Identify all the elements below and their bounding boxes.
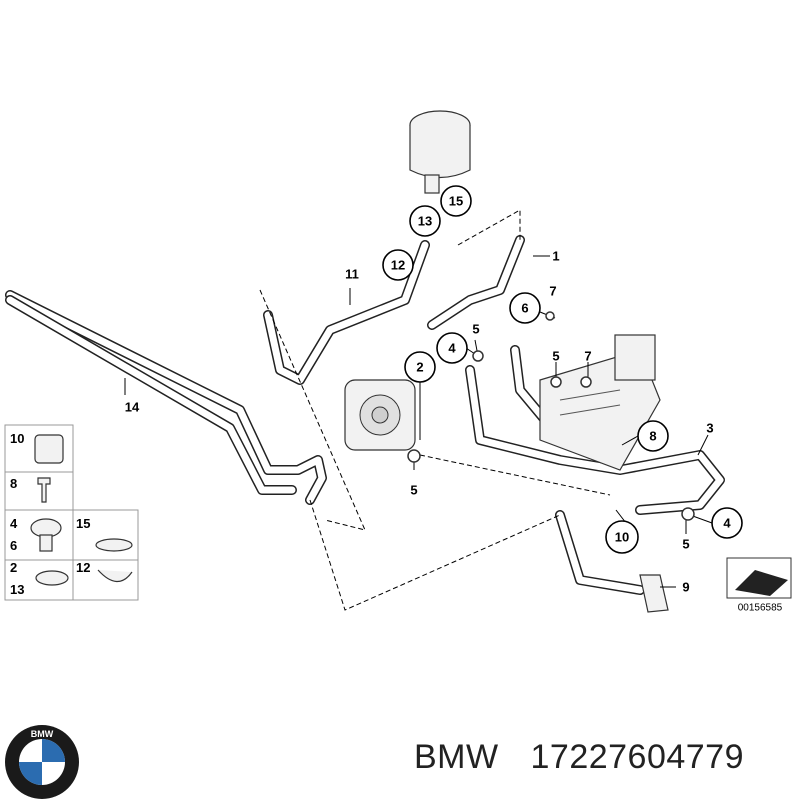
- label-14: 14: [125, 400, 140, 415]
- cooling-hose-14: [5, 290, 327, 505]
- legend-2: 2: [10, 560, 17, 575]
- label-7-top: 7: [549, 284, 556, 299]
- bracket-9: [639, 574, 669, 613]
- product-caption: BMW 17227604779: [414, 738, 794, 782]
- svg-text:4: 4: [723, 516, 731, 531]
- suction-hose-1: [427, 235, 525, 330]
- svg-text:13: 13: [418, 214, 432, 229]
- label-1: 1: [552, 249, 559, 264]
- fluid-reservoir: [409, 110, 471, 194]
- callout-13: 13: [409, 205, 441, 237]
- label-5-mid: 5: [552, 349, 559, 364]
- legend-6: 6: [10, 538, 17, 553]
- svg-text:15: 15: [449, 194, 463, 209]
- callout-15: 15: [440, 185, 472, 217]
- return-hose-11: [263, 240, 430, 385]
- diagram-code-box: 00156585: [726, 557, 792, 614]
- bmw-logo-icon: BMW: [5, 725, 79, 799]
- diagram-code: 00156585: [738, 603, 783, 614]
- steering-pump: [344, 379, 416, 451]
- callout-4-right: 4: [711, 507, 743, 539]
- svg-text:12: 12: [391, 258, 405, 273]
- legend-15: 15: [76, 516, 90, 531]
- seal-rings: [407, 311, 695, 521]
- svg-text:10: 10: [615, 530, 629, 545]
- svg-text:BMW: BMW: [31, 729, 54, 739]
- svg-text:8: 8: [649, 429, 656, 444]
- svg-text:2: 2: [416, 360, 423, 375]
- label-3: 3: [706, 421, 713, 436]
- callout-6: 6: [509, 292, 541, 324]
- label-5-pump: 5: [410, 483, 417, 498]
- legend-table: 10 8 4 6 15 2 13 12: [4, 424, 139, 601]
- label-7-mid: 7: [584, 349, 591, 364]
- legend-10: 10: [10, 431, 24, 446]
- label-5-top: 5: [472, 322, 479, 337]
- part-number: 17227604779: [530, 738, 745, 776]
- callout-4-top: 4: [436, 332, 468, 364]
- legend-13: 13: [10, 582, 24, 597]
- brand-name: BMW: [414, 738, 499, 776]
- legend-12: 12: [76, 560, 90, 575]
- legend-4: 4: [10, 516, 18, 531]
- legend-8: 8: [10, 476, 17, 491]
- callout-8: 8: [637, 420, 669, 452]
- label-11: 11: [345, 267, 359, 282]
- label-9: 9: [682, 580, 689, 595]
- svg-text:4: 4: [448, 341, 456, 356]
- callout-12: 12: [382, 249, 414, 281]
- label-5-right: 5: [682, 537, 689, 552]
- callout-10: 10: [605, 520, 639, 554]
- callout-2: 2: [404, 351, 436, 383]
- svg-text:6: 6: [521, 301, 528, 316]
